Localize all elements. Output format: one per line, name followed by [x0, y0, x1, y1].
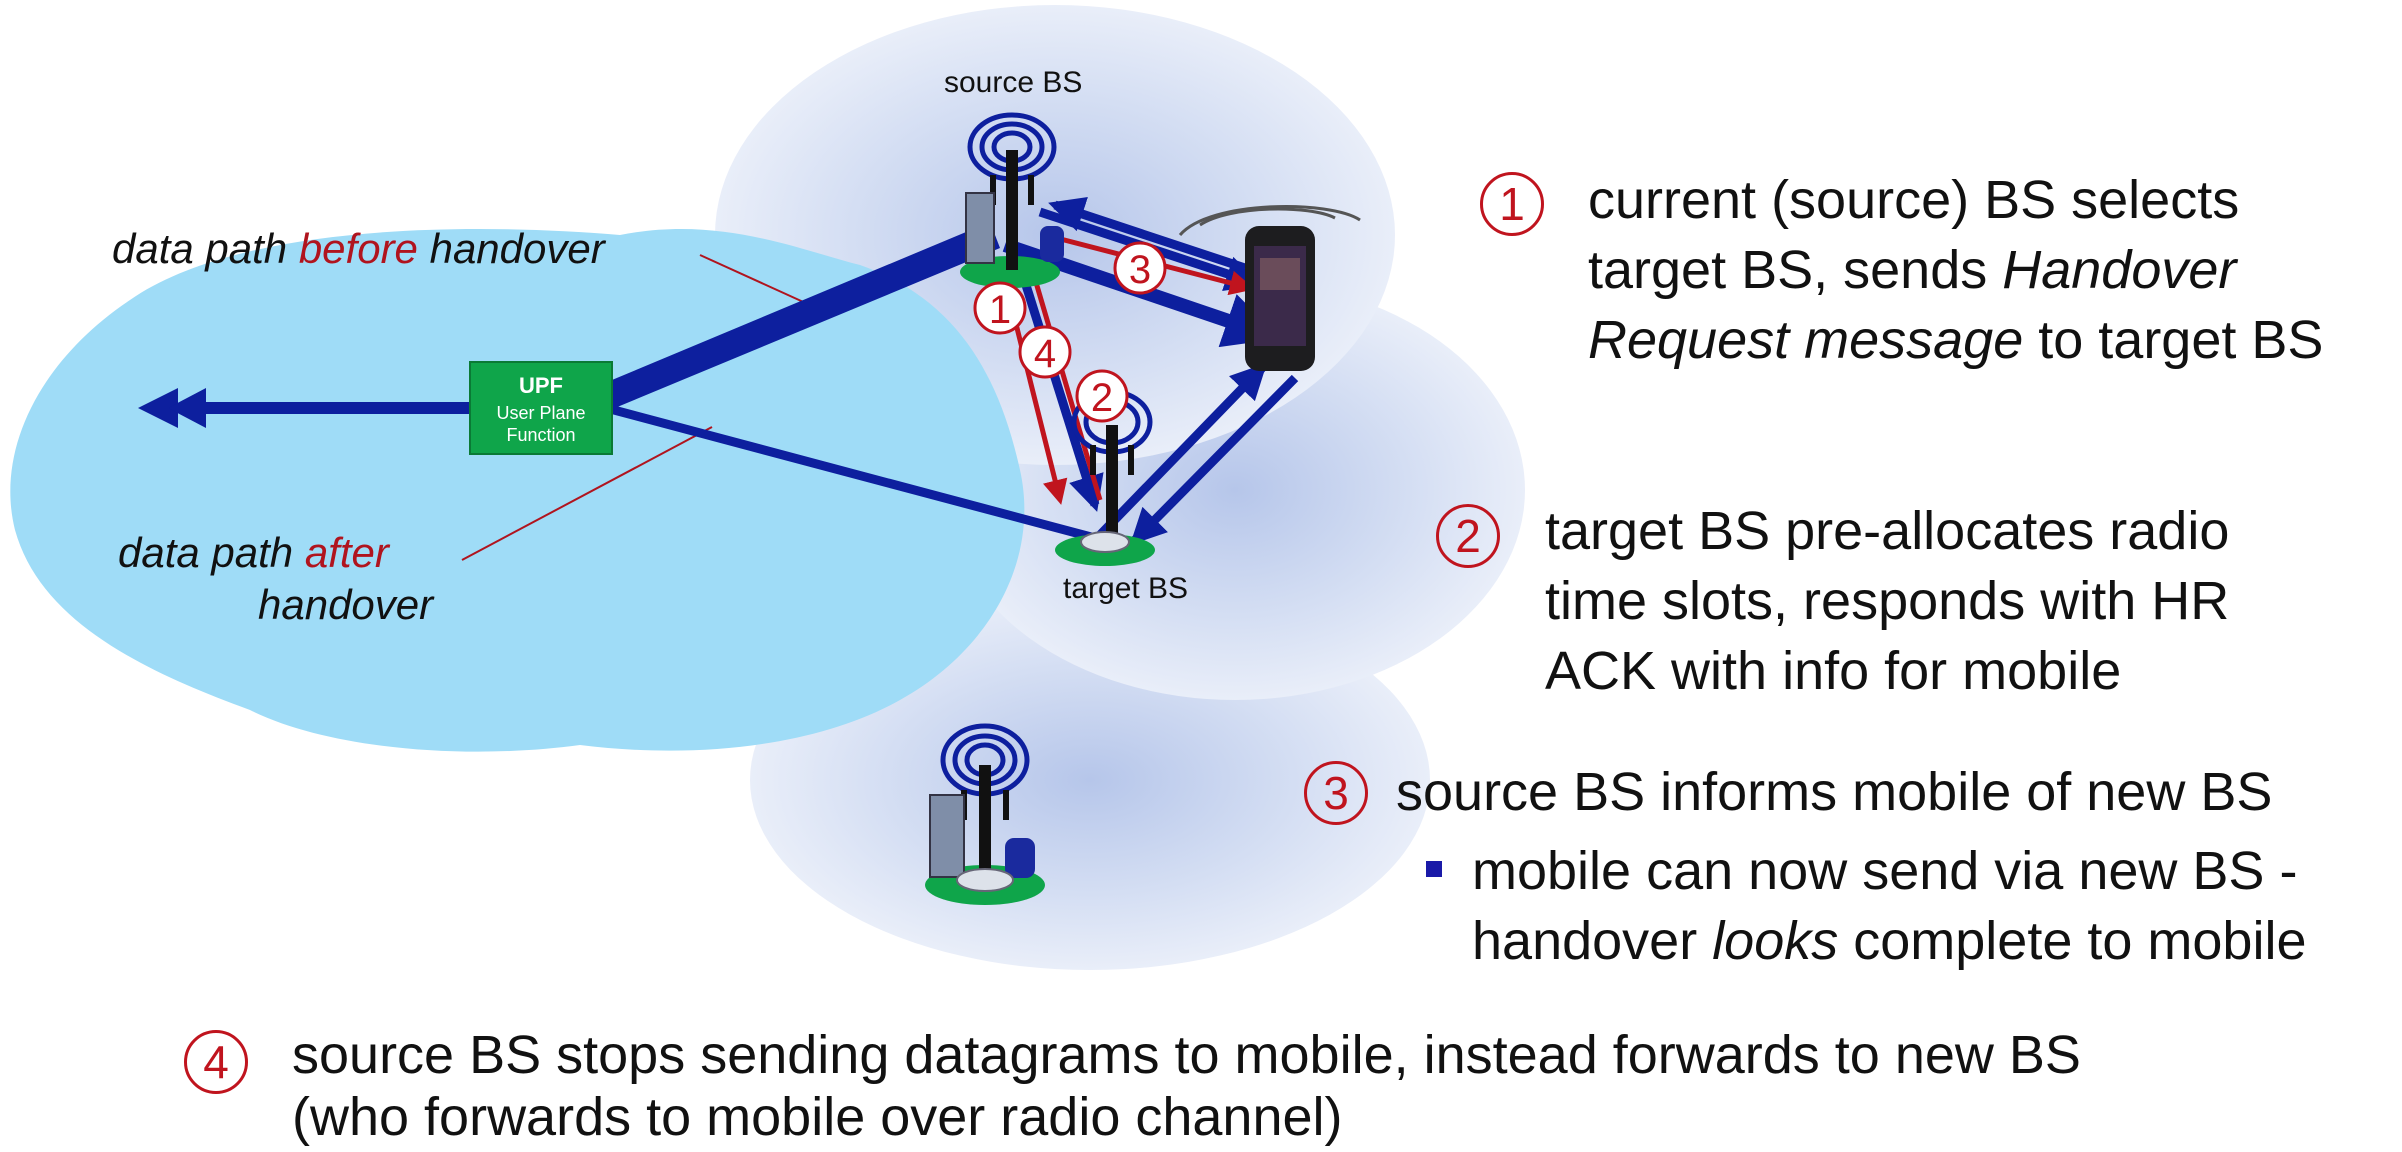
- step-3-text: source BS informs mobile of new BS: [1396, 762, 2273, 822]
- step-1-marker: 1: [1480, 172, 1544, 236]
- step-2-marker: 2: [1436, 504, 1500, 568]
- diagram-marker-2: 2: [1075, 369, 1129, 423]
- path-before-handover: [600, 222, 1000, 410]
- step-4-text: source BS stops sending datagrams to mob…: [292, 1024, 2081, 1148]
- step-2-line3: ACK with info for mobile: [1545, 641, 2122, 701]
- source-bs-label: source BS: [944, 66, 1083, 99]
- diagram-marker-3: 3: [1113, 241, 1167, 295]
- before-label-pre: data path: [112, 225, 299, 272]
- step-4-marker: 4: [184, 1030, 248, 1094]
- mobile-to-target-path: [1129, 374, 1299, 546]
- mobile-phone-icon: [1178, 205, 1361, 371]
- diagram-marker-1: 1: [973, 281, 1027, 335]
- marker-4-label: 4: [1034, 332, 1056, 376]
- step-1-line2: target BS, sends: [1588, 240, 2003, 300]
- core-network-cloud: [10, 228, 1025, 752]
- forward-source-to-target: [1010, 248, 1104, 512]
- step-1-line3: to target BS: [2023, 310, 2324, 370]
- step-2-line1: target BS pre-allocates radio: [1545, 501, 2230, 561]
- after-label-pre: data path: [118, 529, 305, 576]
- before-label-post: handover: [417, 225, 605, 272]
- leader-before: [699, 254, 811, 306]
- after-label-line2: handover: [258, 581, 434, 628]
- step-4-line1: source BS stops sending datagrams to mob…: [292, 1025, 2081, 1085]
- upf-subtitle-2: Function: [506, 425, 575, 445]
- marker-1-label: 1: [989, 288, 1011, 332]
- target-bs-label: target BS: [1063, 572, 1189, 605]
- step-1-line2-italic: Handover: [2002, 240, 2237, 300]
- step-3-marker: 3: [1304, 761, 1368, 825]
- mobile-source-link-back: [1048, 196, 1247, 273]
- bottom-bs-icon: [925, 723, 1045, 905]
- leader-after: [461, 426, 713, 561]
- step-3-subtext: mobile can now send via new BS - handove…: [1472, 836, 2306, 976]
- step-1-line1: current (source) BS selects: [1588, 170, 2240, 230]
- internet-arrowhead-1: [138, 388, 178, 428]
- before-handover-label: data path before handover: [112, 225, 605, 273]
- step-2-text: target BS pre-allocates radio time slots…: [1545, 496, 2229, 706]
- hr-ack-arrow: [1023, 257, 1103, 501]
- diagram-marker-4: 4: [1018, 325, 1072, 379]
- upf-subtitle-1: User Plane: [496, 403, 585, 423]
- step-1-line3-italic: Request message: [1588, 310, 2024, 370]
- source-bs-icon: [960, 112, 1064, 288]
- internet-arrowhead-2: [168, 388, 206, 428]
- marker-2-label: 2: [1091, 376, 1113, 420]
- marker-3-label: 3: [1129, 248, 1151, 292]
- step-3-sub-line2: handover: [1472, 911, 1713, 971]
- after-label-highlight: after: [304, 529, 389, 576]
- step-3-bullet: [1426, 861, 1442, 877]
- step-4-line2: (who forwards to mobile over radio chann…: [292, 1087, 1343, 1147]
- step-2-line2: time slots, responds with HR: [1545, 571, 2230, 631]
- path-after-handover: [593, 400, 1097, 543]
- target-bs-icon: [1055, 389, 1155, 566]
- step-3-sub-line1: mobile can now send via new BS -: [1472, 841, 2298, 901]
- target-to-mobile-path: [1096, 362, 1268, 539]
- step-3-sub-line2-italic: looks: [1712, 911, 1839, 971]
- step-3-sub-line2-post: complete to mobile: [1838, 911, 2307, 971]
- before-label-highlight: before: [298, 225, 418, 272]
- step-1-text: current (source) BS selects target BS, s…: [1588, 165, 2323, 375]
- upf-box: UPF User Plane Function: [469, 361, 613, 455]
- after-handover-label: data path after handover: [118, 527, 433, 631]
- upf-title: UPF: [519, 373, 563, 398]
